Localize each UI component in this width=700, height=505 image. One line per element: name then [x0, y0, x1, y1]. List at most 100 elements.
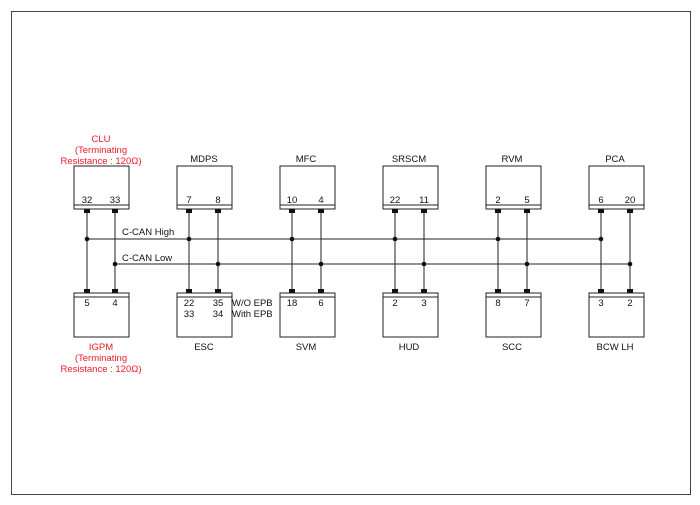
pca-pin-high: 6 — [598, 195, 603, 206]
rvm-pin-low-terminal — [524, 209, 530, 213]
module-svm: 18 6 SVM — [279, 239, 336, 353]
scc-connector-strip — [485, 292, 542, 298]
bcw-lh-connector-strip — [588, 292, 645, 298]
srscm-pin-low: 11 — [419, 195, 429, 206]
mdps-name: MDPS — [190, 154, 217, 165]
diagram-frame — [11, 11, 691, 495]
bus-low-label: C-CAN Low — [122, 253, 172, 264]
mdps-pin-low-terminal — [215, 209, 221, 213]
esc-connector-strip — [176, 292, 233, 298]
module-mdps: MDPS 7 8 — [176, 154, 233, 264]
pca-pin-low: 20 — [625, 195, 636, 206]
clu-note-line2: (Terminating — [75, 145, 127, 156]
mfc-name: MFC — [296, 154, 317, 165]
module-pca: PCA 6 20 — [588, 154, 645, 264]
hud-connector-strip — [382, 292, 439, 298]
esc-pin-low: 35 — [213, 298, 224, 309]
srscm-pin-high: 22 — [390, 195, 401, 206]
pca-pin-high-terminal — [598, 209, 604, 213]
rvm-pin-high-terminal — [495, 209, 501, 213]
clu-pin-low-terminal — [112, 209, 118, 213]
junction-dot — [215, 261, 221, 267]
junction-dot — [421, 261, 427, 267]
junction-dot — [598, 236, 604, 242]
rvm-name: RVM — [502, 154, 523, 165]
mdps-pin-high: 7 — [186, 195, 191, 206]
scc-box — [485, 292, 542, 338]
rvm-pin-low: 5 — [524, 195, 529, 206]
module-igpm: 5 4 IGPM (Terminating Resistance : 120Ω) — [60, 239, 142, 375]
pca-connector-strip — [588, 204, 645, 210]
igpm-note-line2: (Terminating — [75, 353, 127, 364]
srscm-pin-low-terminal — [421, 209, 427, 213]
scc-pin-low-terminal — [524, 289, 530, 293]
module-clu: CLU (Terminating Resistance : 120Ω) 32 3… — [60, 134, 142, 264]
pca-name: PCA — [605, 154, 625, 165]
scc-pin-high: 8 — [495, 298, 500, 309]
srscm-box — [382, 165, 439, 210]
hud-pin-low: 3 — [421, 298, 426, 309]
srscm-pin-high-terminal — [392, 209, 398, 213]
clu-pin-low: 33 — [110, 195, 121, 206]
junction-dot — [495, 236, 501, 242]
igpm-pin-low-terminal — [112, 289, 118, 293]
clu-note-line3: Resistance : 120Ω) — [60, 156, 141, 167]
esc-pin-high: 22 — [184, 298, 195, 309]
srscm-name: SRSCM — [392, 154, 426, 165]
mdps-pin-low: 8 — [215, 195, 220, 206]
igpm-note-name: IGPM — [89, 342, 113, 353]
hud-pin-low-terminal — [421, 289, 427, 293]
svm-connector-strip — [279, 292, 336, 298]
igpm-connector-strip — [73, 292, 130, 298]
junction-dots — [84, 236, 633, 267]
esc-alt-pin-high: 33 — [184, 309, 195, 320]
bus-high-label: C-CAN High — [122, 227, 174, 238]
hud-name: HUD — [399, 342, 420, 353]
esc-variant-with-epb: With EPB — [232, 309, 273, 320]
esc-pin-high-terminal — [186, 289, 192, 293]
module-mfc: MFC 10 4 — [279, 154, 336, 264]
clu-box — [73, 165, 130, 210]
clu-connector-strip — [73, 204, 130, 210]
svm-name: SVM — [296, 342, 317, 353]
module-bcw-lh: 3 2 BCW LH — [588, 239, 645, 353]
igpm-pin-low: 4 — [112, 298, 117, 309]
hud-box — [382, 292, 439, 338]
svm-pin-low-terminal — [318, 289, 324, 293]
bcw-lh-name: BCW LH — [597, 342, 634, 353]
rvm-box — [485, 165, 542, 210]
scc-name: SCC — [502, 342, 522, 353]
svm-pin-low: 6 — [318, 298, 323, 309]
esc-alt-pin-low: 34 — [213, 309, 224, 320]
esc-pin-low-terminal — [215, 289, 221, 293]
junction-dot — [627, 261, 633, 267]
scc-pin-high-terminal — [495, 289, 501, 293]
pca-box — [588, 165, 645, 210]
mdps-box — [176, 165, 233, 210]
bcw-lh-pin-low-terminal — [627, 289, 633, 293]
clu-pin-high: 32 — [82, 195, 93, 206]
bcw-lh-box — [588, 292, 645, 338]
rvm-connector-strip — [485, 204, 542, 210]
junction-dot — [318, 261, 324, 267]
igpm-pin-high-terminal — [84, 289, 90, 293]
igpm-box — [73, 292, 130, 338]
module-scc: 8 7 SCC — [485, 239, 542, 353]
mfc-pin-high: 10 — [287, 195, 298, 206]
mdps-pin-high-terminal — [186, 209, 192, 213]
mfc-pin-high-terminal — [289, 209, 295, 213]
svm-box — [279, 292, 336, 338]
junction-dot — [524, 261, 530, 267]
srscm-connector-strip — [382, 204, 439, 210]
bcw-lh-pin-low: 2 — [627, 298, 632, 309]
rvm-pin-high: 2 — [495, 195, 500, 206]
esc-name: ESC — [194, 342, 214, 353]
igpm-note-line3: Resistance : 120Ω) — [60, 364, 141, 375]
scc-pin-low: 7 — [524, 298, 529, 309]
hud-pin-high-terminal — [392, 289, 398, 293]
bcw-lh-pin-high: 3 — [598, 298, 603, 309]
module-hud: 2 3 HUD — [382, 239, 439, 353]
igpm-pin-high: 5 — [84, 298, 89, 309]
mfc-pin-low-terminal — [318, 209, 324, 213]
pca-pin-low-terminal — [627, 209, 633, 213]
